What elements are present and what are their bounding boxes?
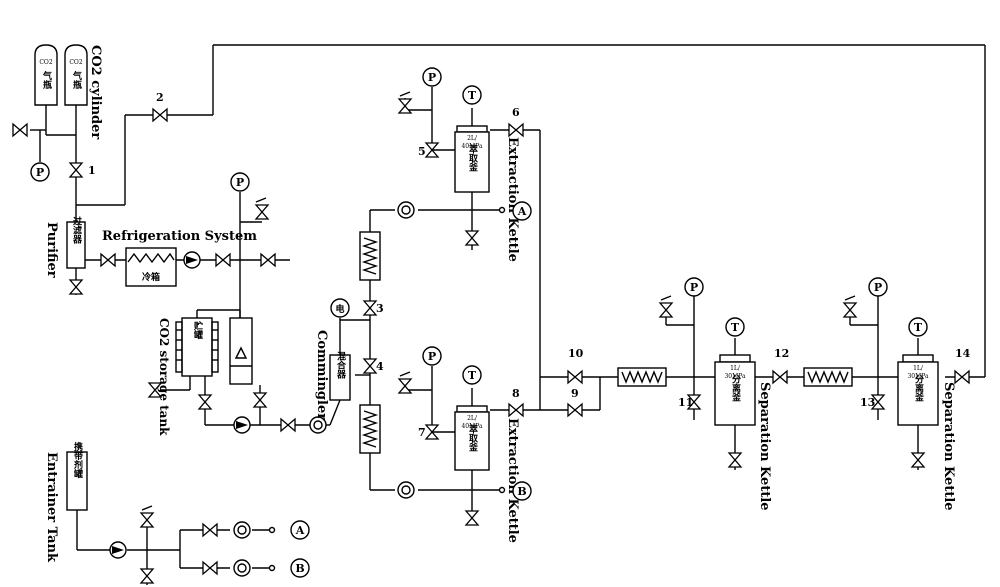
valve-7-label: 7 — [418, 426, 426, 439]
cylinder-2-top: CO2 — [69, 59, 83, 66]
valve-5-label: 5 — [418, 145, 426, 158]
pressure-gauge-refrigeration: P — [230, 172, 250, 192]
separation-kettle-1-label: Separation Kettle — [757, 382, 772, 511]
entrainer-tank-label: Entrainer Tank — [44, 452, 59, 563]
valve-10-label: 10 — [568, 347, 584, 360]
svg-text:2L/: 2L/ — [467, 135, 478, 142]
valve-12-label: 12 — [774, 347, 789, 360]
valve-8-label: 8 — [512, 387, 520, 400]
valves: 1 2 3 4 5 6 7 8 9 10 11 12 13 14 — [12, 91, 971, 584]
heater-separator-2 — [803, 367, 853, 387]
co2-storage-label: CO2 storage tank — [157, 318, 171, 436]
pump-extractor-b — [397, 481, 506, 499]
valve-14-label: 14 — [955, 347, 971, 360]
svg-text:分离釜: 分离釜 — [730, 373, 742, 402]
connector-a-entrainer: A — [290, 520, 310, 540]
cylinder-2-body: 气瓶 — [71, 70, 83, 90]
refrigeration-system: Refrigeration System 冷箱 — [102, 229, 257, 287]
svg-text:T: T — [468, 89, 477, 102]
cylinder-1-body: 气瓶 — [41, 70, 53, 90]
separation-kettle-2-label: Separation Kettle — [941, 382, 956, 511]
svg-text:T: T — [914, 321, 923, 334]
svg-text:30MPa: 30MPa — [907, 373, 929, 380]
connector-b-entrainer: B — [290, 558, 310, 578]
pump-storage — [233, 416, 327, 434]
entrainer-tank: 携带剂罐 Entrainer Tank — [44, 441, 276, 577]
connector-a-top: A — [512, 201, 532, 221]
svg-text:贮罐: 贮罐 — [192, 320, 204, 340]
svg-text:电: 电 — [335, 303, 344, 315]
svg-text:萃取釜: 萃取釜 — [467, 143, 479, 172]
svg-text:携带剂罐: 携带剂罐 — [72, 441, 84, 479]
svg-text:40MPa: 40MPa — [461, 143, 483, 150]
svg-text:1L/: 1L/ — [913, 365, 924, 372]
svg-text:P: P — [236, 176, 244, 189]
svg-text:40MPa: 40MPa — [461, 423, 483, 430]
extraction-kettle-top-label: Extraction Kettle — [505, 137, 520, 262]
co2-cylinders: CO2 气瓶 CO2 气瓶 CO2 cylinder — [34, 44, 103, 139]
purifier: 过滤器 Purifier — [44, 215, 86, 278]
heater-separator-1 — [617, 367, 667, 387]
svg-text:P: P — [428, 71, 436, 84]
pump-extractor-a — [397, 201, 506, 219]
purifier-label: Purifier — [44, 222, 59, 278]
cylinder-1-top: CO2 — [39, 59, 53, 66]
extraction-kettle-top: 2L/ 40MPa 萃取釜 T P Extraction Kettle — [422, 67, 520, 262]
svg-text:P: P — [874, 281, 882, 294]
svg-text:过滤器: 过滤器 — [71, 215, 83, 244]
svg-text:分离釜: 分离釜 — [913, 373, 925, 402]
svg-text:30MPa: 30MPa — [724, 373, 746, 380]
co2-storage-tank: 贮罐 CO2 storage tank — [157, 317, 253, 436]
svg-text:P: P — [428, 350, 436, 363]
svg-text:混合器: 混合器 — [335, 350, 347, 379]
pressure-gauge-cylinder: P — [30, 162, 50, 182]
valve-13-label: 13 — [860, 396, 875, 409]
valve-2-label: 2 — [156, 91, 164, 104]
svg-text:P: P — [36, 166, 44, 179]
refrigeration-label: Refrigeration System — [102, 229, 257, 244]
separation-kettle-2: 1L/ 30MPa 分离釜 T P Separation Kettle — [868, 277, 956, 511]
separation-kettle-1: 1L/ 30MPa 分离釜 T P Separation Kettle — [684, 277, 772, 511]
extraction-kettle-bottom: 2L/ 40MPa 萃取釜 T P Extraction Kettle — [422, 346, 520, 543]
heater-upper — [359, 231, 381, 281]
svg-text:2L/: 2L/ — [467, 415, 478, 422]
svg-text:A: A — [517, 205, 527, 218]
connector-b-top: B — [512, 481, 532, 501]
valve-6-label: 6 — [512, 106, 520, 119]
svg-text:冷箱: 冷箱 — [142, 271, 160, 283]
commingler: 电 混合器 Commingler — [314, 298, 351, 420]
svg-text:B: B — [295, 562, 304, 575]
svg-text:P: P — [690, 281, 698, 294]
svg-text:T: T — [468, 369, 477, 382]
commingler-label: Commingler — [314, 330, 329, 420]
svg-text:T: T — [731, 321, 740, 334]
valve-11-label: 11 — [678, 396, 693, 409]
valve-9-label: 9 — [571, 387, 579, 400]
svg-text:1L/: 1L/ — [730, 365, 741, 372]
valve-1-label: 1 — [88, 164, 96, 177]
extraction-kettle-bottom-label: Extraction Kettle — [505, 418, 520, 543]
svg-text:A: A — [295, 524, 305, 537]
co2-cylinder-label: CO2 cylinder — [88, 45, 103, 139]
valve-4-label: 4 — [376, 360, 384, 373]
valve-3-label: 3 — [376, 302, 384, 315]
svg-text:B: B — [517, 485, 526, 498]
heater-lower — [359, 404, 381, 454]
svg-text:萃取釜: 萃取釜 — [467, 423, 479, 452]
